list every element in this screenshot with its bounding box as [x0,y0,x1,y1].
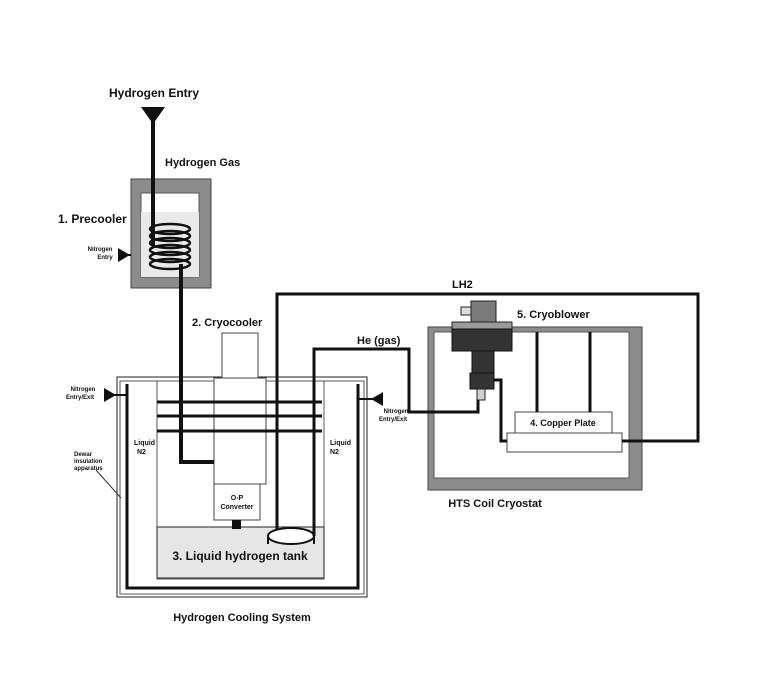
lh2-tank-inlet [267,527,315,545]
hydrogen-cooling-system-label: Hydrogen Cooling System [173,612,311,624]
precooler [118,178,212,289]
cryoblower-top-cap [470,300,497,323]
dewar-left-nitrogen-label-line1: Nitrogen [71,387,96,393]
hts-coil-cryostat [427,300,643,491]
cryostat-inner-box [433,331,630,479]
hydrogen-entry-label: Hydrogen Entry [109,86,199,100]
dewar-shield [125,384,360,590]
cryoblower-shaft [471,350,495,374]
cryoblower-top-knob [460,306,472,316]
precooler-nitrogen-label-line2: Entry [97,255,113,261]
liquid-n2-right-label-line1: Liquid [330,440,351,447]
precooler-label: 1. Precooler [58,212,127,226]
precooler-coil [148,222,192,271]
cryoblower-motor [451,328,513,352]
dewar-left-nitrogen-label-line2: Entry/Exit [66,395,94,401]
precooler-nitrogen-arrow-icon [118,248,130,262]
cryostat-nitrogen-label-line2: Entry/Exit [379,417,407,423]
current-leads [535,332,592,412]
dewar-left-nitrogen-arrow-icon [104,388,116,402]
op-converter-label-line1: O-P [231,495,244,502]
cryoblower-flange [451,321,513,330]
liquid-hydrogen-tank-label: 3. Liquid hydrogen tank [172,549,308,563]
op-converter [213,483,261,521]
dewar-label-line1: Dewar [74,452,93,458]
hts-coil-base [506,432,623,453]
precooler-nitrogen-label-line1: Nitrogen [88,247,113,253]
cryoblower-label: 5. Cryoblower [517,309,590,321]
hydrogen-gas-label: Hydrogen Gas [165,157,240,169]
cryoblower-outlet [476,388,486,401]
op-converter-label-line2: Converter [220,504,253,511]
lh2-pipe [275,292,700,532]
heat-exchanger-lines [157,400,322,433]
dewar-label-line3: apparatus [74,466,103,472]
he-gas-label: He (gas) [357,335,401,347]
cryocooler-head [221,332,259,379]
cryocooler-label: 2. Cryocooler [192,317,263,329]
hydrogen-gas-pipe [179,264,214,464]
cryostat-nitrogen-label-line1: Nitrogen [384,409,409,415]
he-gas-pipe [312,347,480,536]
cryoblower-impeller [469,372,495,390]
dewar-label-line2: insulation [74,459,103,465]
hts-coil-cryostat-label: HTS Coil Cryostat [448,498,542,510]
liquid-n2-left-label-line2: N2 [137,449,146,456]
hydrogen-entry-arrow-icon [141,107,165,124]
lh2-label: LH2 [452,279,473,291]
cryoblower [451,300,513,401]
liquid-n2-right-label-line2: N2 [330,449,339,456]
copper-plate-label: 4. Copper Plate [530,418,596,428]
dewar-right-nitrogen-arrow-icon [371,392,383,406]
liquid-n2-left-label-line1: Liquid [134,440,155,447]
blower-coil-pipe [494,378,507,443]
dewar-pointer-line [95,469,122,499]
op-converter-outlet [232,520,241,529]
